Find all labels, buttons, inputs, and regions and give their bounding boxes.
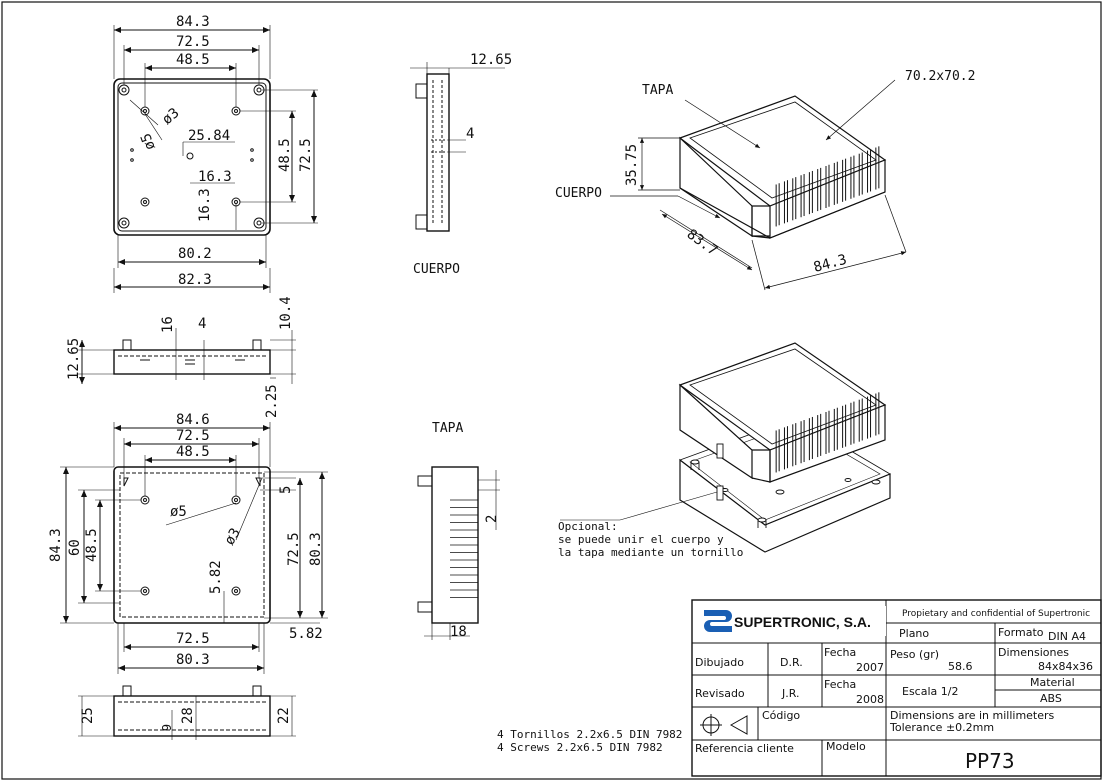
dim-5-82-vertical: 5.82: [208, 560, 224, 594]
iso-exploded-view: [678, 342, 891, 553]
dim-25-84: 25.84: [188, 128, 230, 144]
dim-2: 2: [484, 515, 500, 523]
dim-72-5-lid-vertical: 72.5: [286, 532, 302, 566]
dim-phi5-lid: ø5: [170, 504, 187, 520]
fecha2-value: 2008: [856, 693, 884, 706]
dim-48-5: 48.5: [176, 52, 210, 68]
iso-exploded-posts: [560, 443, 881, 528]
dim-16-3-a: 16.3: [198, 169, 232, 185]
optional-note-line-1: Opcional:: [558, 520, 618, 533]
dim-phi5: ø5: [138, 131, 159, 152]
dim-18: 18: [450, 624, 467, 640]
dim-84-3: 84.3: [176, 14, 210, 30]
bottom-view: [78, 685, 296, 740]
dim-80-3: 80.3: [176, 652, 210, 668]
base-side-view: [410, 62, 505, 232]
formato-label: Formato: [998, 626, 1044, 639]
dim-phi3: ø3: [159, 105, 182, 128]
revisado-label: Revisado: [695, 687, 745, 700]
dim-80-2: 80.2: [178, 246, 212, 262]
dim-80-3-vertical: 80.3: [308, 532, 324, 566]
cuerpo-label: CUERPO: [413, 262, 460, 277]
lid-side-fins: [450, 499, 478, 598]
modelo-label: Modelo: [826, 740, 866, 753]
dimensiones-label: Dimensiones: [998, 646, 1069, 659]
dim-12-65-front: 12.65: [66, 338, 82, 380]
projection-symbol: [700, 714, 748, 736]
dim-4: 4: [466, 126, 474, 142]
proprietary-notice: Propietary and confidential of Supertron…: [902, 609, 1090, 619]
dim-48-5-vertical: 48.5: [277, 138, 293, 172]
tapa-label-iso: TAPA: [642, 83, 673, 98]
codigo-label: Código: [762, 709, 800, 722]
dim-22: 22: [276, 707, 292, 724]
dim-6: 6: [159, 724, 173, 731]
plano-label: Plano: [899, 627, 929, 640]
fecha2-label: Fecha: [824, 678, 856, 691]
dim-16: 16: [160, 316, 176, 333]
lid-top-view: [60, 422, 328, 674]
dim-60: 60: [67, 539, 83, 556]
brand-logo: SUPERTRONIC, S.A.: [698, 606, 886, 636]
material-label: Material: [1030, 676, 1075, 689]
referencia-cliente-label: Referencia cliente: [695, 742, 794, 755]
dim-4-front: 4: [198, 316, 206, 332]
iso-assembled-view: [678, 95, 887, 239]
dim-phi3-lid: ø3: [222, 525, 244, 548]
cuerpo-label-iso: CUERPO: [555, 186, 602, 201]
lid-side-view: [417, 466, 500, 640]
formato-value: DIN A4: [1048, 630, 1086, 643]
dim-12-65: 12.65: [470, 52, 512, 68]
fecha1-value: 2007: [856, 661, 884, 674]
iso-exploded-slots: [775, 392, 880, 473]
dim-48-5-lid: 48.5: [176, 444, 210, 460]
title-block: [691, 599, 1102, 777]
dim-2-25: 2.25: [264, 384, 280, 418]
dimensiones-value: 84x84x36: [1038, 660, 1093, 673]
dim-83-7: 83.7: [684, 226, 721, 259]
dim-72-5-lid: 72.5: [176, 428, 210, 444]
escala: Escala 1/2: [902, 685, 958, 698]
modelo-value: PP73: [965, 749, 1015, 773]
dim-5-82: 5.82: [289, 626, 323, 642]
peso-label: Peso (gr): [890, 648, 939, 661]
peso-value: 58.6: [948, 660, 973, 673]
lid-top-dimensions: 84.6 72.5 48.5 84.3 60 48.5 ø5 ø3 5 72.5…: [48, 412, 324, 668]
revisado-value: J.R.: [781, 687, 800, 700]
screws-note-es: 4 Tornillos 2.2x6.5 DIN 7982: [497, 728, 682, 741]
iso-assembled-dims: [610, 79, 907, 291]
screws-note-en: 4 Screws 2.2x6.5 DIN 7982: [497, 741, 663, 754]
dim-28: 28: [180, 707, 196, 724]
dim-82-3: 82.3: [178, 272, 212, 288]
optional-note-line-3: la tapa mediante un tornillo: [558, 546, 743, 559]
dim-25: 25: [80, 707, 96, 724]
fecha1-label: Fecha: [824, 646, 856, 659]
dibujado-label: Dibujado: [695, 656, 744, 669]
dim-84-3-vertical: 84.3: [48, 528, 64, 562]
dimensions-note-2: Tolerance ±0.2mm: [889, 721, 994, 734]
dim-35-75: 35.75: [624, 144, 640, 186]
material-value: ABS: [1040, 692, 1062, 705]
dim-48-5-lid-vertical: 48.5: [84, 528, 100, 562]
tapa-label-side: TAPA: [432, 421, 463, 436]
base-top-view: [113, 25, 318, 293]
dim-84-6: 84.6: [176, 412, 210, 428]
optional-note-line-2: se puede unir el cuerpo y: [558, 533, 724, 546]
dim-72-5-bottom: 72.5: [176, 631, 210, 647]
dim-5: 5: [278, 486, 294, 494]
dim-72-5: 72.5: [176, 34, 210, 50]
dim-84-3-iso: 84.3: [812, 252, 849, 276]
dimensions-note-1: Dimensions are in millimeters: [890, 709, 1055, 722]
iso-assembled-slots: [775, 146, 880, 227]
brand-name: SUPERTRONIC, S.A.: [734, 614, 871, 630]
front-view: [78, 328, 296, 384]
base-top-dimensions: 84.3 72.5 48.5 ø3 ø5 25.84 16.3 16.3 48.…: [138, 14, 314, 288]
dim-10-4: 10.4: [278, 296, 294, 330]
dim-72-5-vertical: 72.5: [298, 138, 314, 172]
dim-70-2x70-2: 70.2x70.2: [905, 69, 975, 84]
dim-16-3-b: 16.3: [197, 188, 213, 222]
dibujado-value: D.R.: [780, 656, 803, 669]
